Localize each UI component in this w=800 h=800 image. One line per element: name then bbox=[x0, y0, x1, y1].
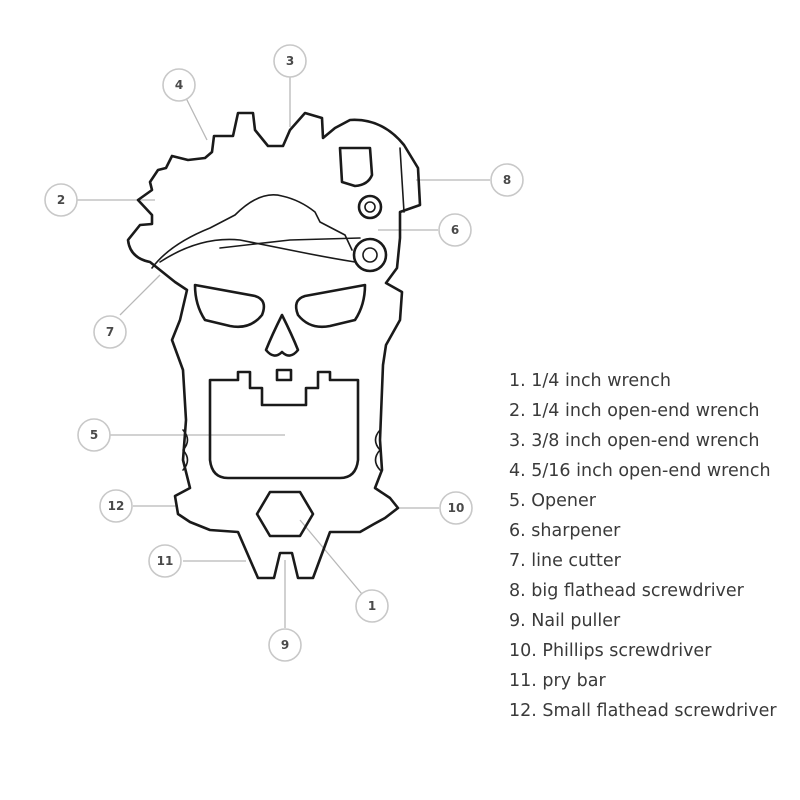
multitool-outline bbox=[126, 111, 422, 580]
right-serration bbox=[374, 429, 381, 471]
svg-text:4: 4 bbox=[175, 78, 183, 92]
svg-text:5: 5 bbox=[90, 428, 98, 442]
svg-text:7: 7 bbox=[106, 325, 114, 339]
rivet-upper-inner bbox=[364, 201, 376, 213]
legend-item-10: 10. Phillips screwdriver bbox=[509, 641, 712, 661]
flathead-slot bbox=[338, 146, 374, 188]
rivet-lower-inner bbox=[362, 247, 378, 263]
legend-item-7: 7. line cutter bbox=[509, 551, 621, 571]
svg-text:12: 12 bbox=[108, 499, 125, 513]
callout-7: 7 bbox=[93, 315, 127, 349]
leader-1 bbox=[299, 519, 373, 607]
svg-text:6: 6 bbox=[451, 223, 459, 237]
callout-8: 8 bbox=[490, 163, 524, 197]
callout-4: 4 bbox=[162, 68, 196, 102]
legend-item-8: 8. big flathead screwdriver bbox=[509, 581, 744, 601]
callout-6: 6 bbox=[438, 213, 472, 247]
tool-body bbox=[126, 111, 422, 580]
svg-text:9: 9 bbox=[281, 638, 289, 652]
callout-2: 2 bbox=[44, 183, 78, 217]
svg-text:10: 10 bbox=[448, 501, 465, 515]
legend-item-11: 11. pry bar bbox=[509, 671, 606, 691]
sharpener-slot bbox=[219, 237, 361, 249]
legend-item-4: 4. 5/16 inch open-end wrench bbox=[509, 461, 771, 481]
blade-inner bbox=[159, 238, 356, 263]
callout-12: 12 bbox=[99, 489, 133, 523]
svg-text:1: 1 bbox=[368, 599, 376, 613]
callout-1: 1 bbox=[355, 589, 389, 623]
legend-item-1: 1. 1/4 inch wrench bbox=[509, 371, 671, 391]
legend-item-12: 12. Small flathead screwdriver bbox=[509, 701, 777, 721]
callout-11: 11 bbox=[148, 544, 182, 578]
leader-7 bbox=[119, 274, 161, 316]
callout-10: 10 bbox=[439, 491, 473, 525]
legend-item-3: 3. 3/8 inch open-end wrench bbox=[509, 431, 760, 451]
callout-9: 9 bbox=[268, 628, 302, 662]
callout-markers: 1 2 3 4 5 6 7 8 9 10 11 12 bbox=[44, 44, 524, 662]
legend-item-6: 6. sharpener bbox=[509, 521, 621, 541]
leader-4 bbox=[185, 97, 208, 141]
svg-text:11: 11 bbox=[157, 554, 174, 568]
svg-text:8: 8 bbox=[503, 173, 511, 187]
legend-item-5: 5. Opener bbox=[509, 491, 596, 511]
tool-legend: 1. 1/4 inch wrench 2. 1/4 inch open-end … bbox=[509, 366, 777, 726]
callout-5: 5 bbox=[77, 418, 111, 452]
svg-text:3: 3 bbox=[286, 54, 294, 68]
legend-item-2: 2. 1/4 inch open-end wrench bbox=[509, 401, 760, 421]
callout-3: 3 bbox=[273, 44, 307, 78]
hex-wrench bbox=[255, 490, 315, 538]
blade-edge bbox=[151, 194, 353, 269]
leader-lines bbox=[77, 77, 490, 628]
rivet-upper bbox=[357, 194, 383, 220]
right-eye bbox=[294, 283, 367, 329]
svg-text:2: 2 bbox=[57, 193, 65, 207]
small-tooth bbox=[275, 368, 293, 382]
left-eye bbox=[193, 283, 266, 329]
nose bbox=[264, 313, 300, 357]
bottle-opener bbox=[208, 370, 360, 480]
flathead-edge bbox=[399, 147, 405, 213]
rivet-lower bbox=[352, 237, 388, 273]
legend-item-9: 9. Nail puller bbox=[509, 611, 621, 631]
left-serration bbox=[182, 429, 189, 471]
